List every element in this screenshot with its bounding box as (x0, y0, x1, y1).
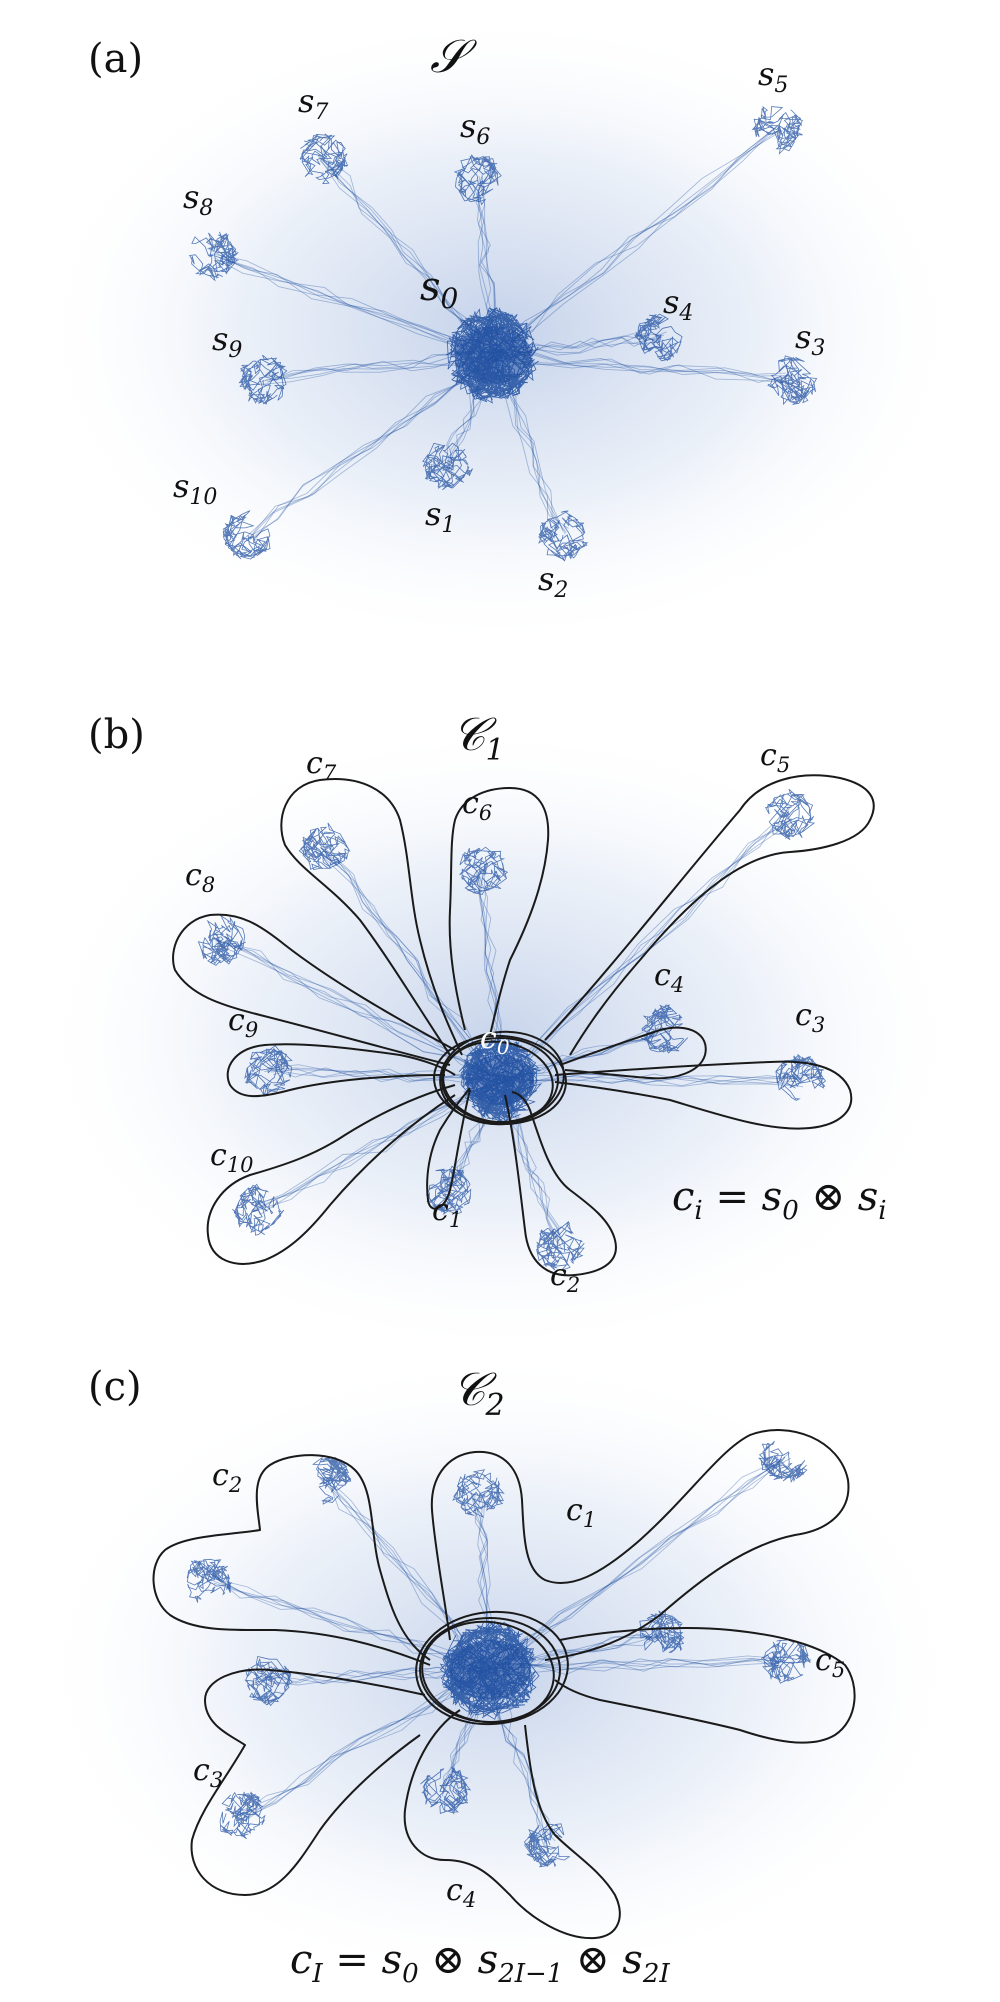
trajectory-network (197, 788, 827, 1271)
cluster-label-c3: c3 (795, 998, 825, 1037)
state-label-s6: s6 (460, 107, 490, 150)
cluster-label-c5: c5 (760, 738, 790, 777)
cluster-label-c4: c4 (654, 958, 684, 997)
panel-a-diagram: (a) 𝒮 s0 s1 s2 s3 s4 s5 s6 s7 s8 s9 s10 (30, 10, 970, 650)
trajectory-network (188, 105, 818, 562)
cluster-formula: ci = s0 ⊗ si (672, 1174, 887, 1226)
cluster-outline-c5 (544, 774, 875, 1056)
state-label-s3: s3 (795, 318, 825, 361)
center-cluster-label: c0 (480, 1021, 510, 1059)
cluster-label-c5: c5 (815, 1643, 845, 1682)
cluster-label-c9: c9 (228, 1003, 258, 1042)
cluster-label-c1: c1 (432, 1193, 462, 1232)
cluster-outline-c1 (426, 1087, 471, 1210)
cluster-outline-c0 (433, 1030, 567, 1126)
cluster-label-c3: c3 (193, 1753, 223, 1792)
cluster-label-c4: c4 (446, 1873, 476, 1912)
cluster-outline-c1 (430, 1429, 850, 1661)
cluster-outline-c10 (206, 1084, 456, 1265)
cluster-label-c6: c6 (462, 786, 492, 825)
cluster-outline-c4 (403, 1709, 621, 1940)
cluster-outline-c5 (554, 1627, 856, 1744)
cluster-outline-c4 (559, 1026, 707, 1080)
panel-a: (a) 𝒮 s0 s1 s2 s3 s4 s5 s6 s7 s8 s9 s10 (0, 0, 1000, 670)
cluster-outlines (172, 774, 875, 1277)
panel-c: (c) 𝒞2 c1 c2 c3 c4 c5 cI = s0 ⊗ s2I−1 ⊗ … (0, 1340, 1000, 2002)
cluster-label-c2: c2 (212, 1458, 242, 1497)
panel-tag: (b) (88, 712, 145, 758)
panel-tag: (a) (88, 36, 143, 82)
cluster-outline-c2 (152, 1454, 431, 1666)
trajectory-network (186, 1440, 812, 1868)
cluster-label-c8: c8 (185, 858, 215, 897)
cluster-outlines (152, 1429, 856, 1940)
cluster-label-c2: c2 (550, 1258, 580, 1297)
cluster-outline-center (415, 1610, 569, 1726)
state-label-s4: s4 (663, 283, 693, 326)
state-label-s10: s10 (173, 467, 217, 510)
cluster-outline-c9 (226, 1043, 456, 1098)
merge-formula: cI = s0 ⊗ s2I−1 ⊗ s2I (290, 1937, 670, 1989)
state-label-s7: s7 (298, 82, 328, 125)
panel-b: (b) 𝒞1 c0 c1 c2 c3 c4 c5 c6 c7 c8 c9 c10… (0, 670, 1000, 1340)
cluster-outline-c6 (448, 787, 550, 1036)
state-label-s8: s8 (183, 178, 213, 221)
cluster-outline-c3 (190, 1668, 426, 1896)
state-label-s2: s2 (538, 560, 568, 603)
state-label-s5: s5 (758, 55, 788, 98)
panel-tag: (c) (88, 1364, 142, 1410)
cluster-label-c1: c1 (566, 1493, 596, 1532)
center-state-label: s0 (420, 264, 458, 315)
state-label-s1: s1 (425, 495, 455, 538)
cluster-outline-c3 (554, 1060, 853, 1130)
panel-c-diagram: (c) 𝒞2 c1 c2 c3 c4 c5 cI = s0 ⊗ s2I−1 ⊗ … (30, 1350, 970, 1990)
cluster-label-c10: c10 (210, 1138, 254, 1177)
background-glow (30, 720, 970, 1340)
panel-title: 𝒞1 (452, 707, 505, 768)
cluster-outline-c8 (172, 913, 456, 1066)
panel-b-diagram: (b) 𝒞1 c0 c1 c2 c3 c4 c5 c6 c7 c8 c9 c10… (30, 707, 970, 1340)
cluster-label-c7: c7 (306, 746, 337, 785)
state-label-s9: s9 (212, 320, 242, 363)
cluster-outline-c7 (280, 778, 463, 1056)
